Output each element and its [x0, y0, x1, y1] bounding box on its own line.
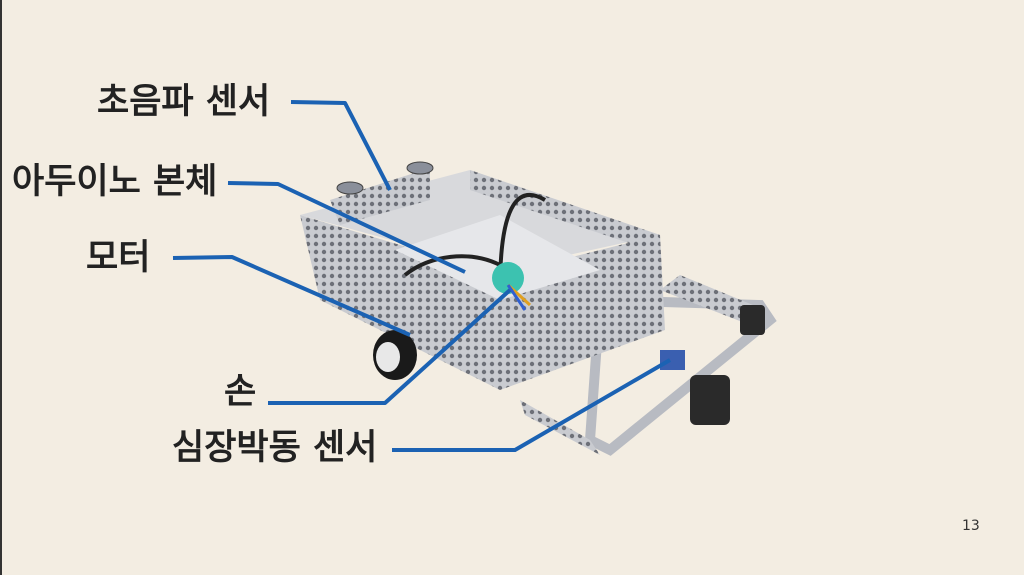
leader-line-heartbeat: [392, 358, 672, 452]
leader-line-motor: [172, 255, 411, 337]
leader-line-hand: [268, 288, 512, 405]
label-ultrasonic-sensor: 초음파 센서: [97, 82, 271, 122]
label-motor: 모터: [86, 238, 151, 278]
leader-line-ultrasonic: [290, 100, 392, 191]
leader-line-arduino: [227, 181, 466, 274]
slide-left-border: [0, 0, 2, 575]
robot-body: [300, 161, 665, 390]
label-heartbeat-sensor: 심장박동 센서: [172, 428, 378, 468]
robot-wheels: [373, 305, 765, 425]
page-number: 13: [962, 518, 980, 534]
label-arduino-body: 아두이노 본체: [12, 162, 218, 202]
label-hand: 손: [224, 372, 257, 412]
